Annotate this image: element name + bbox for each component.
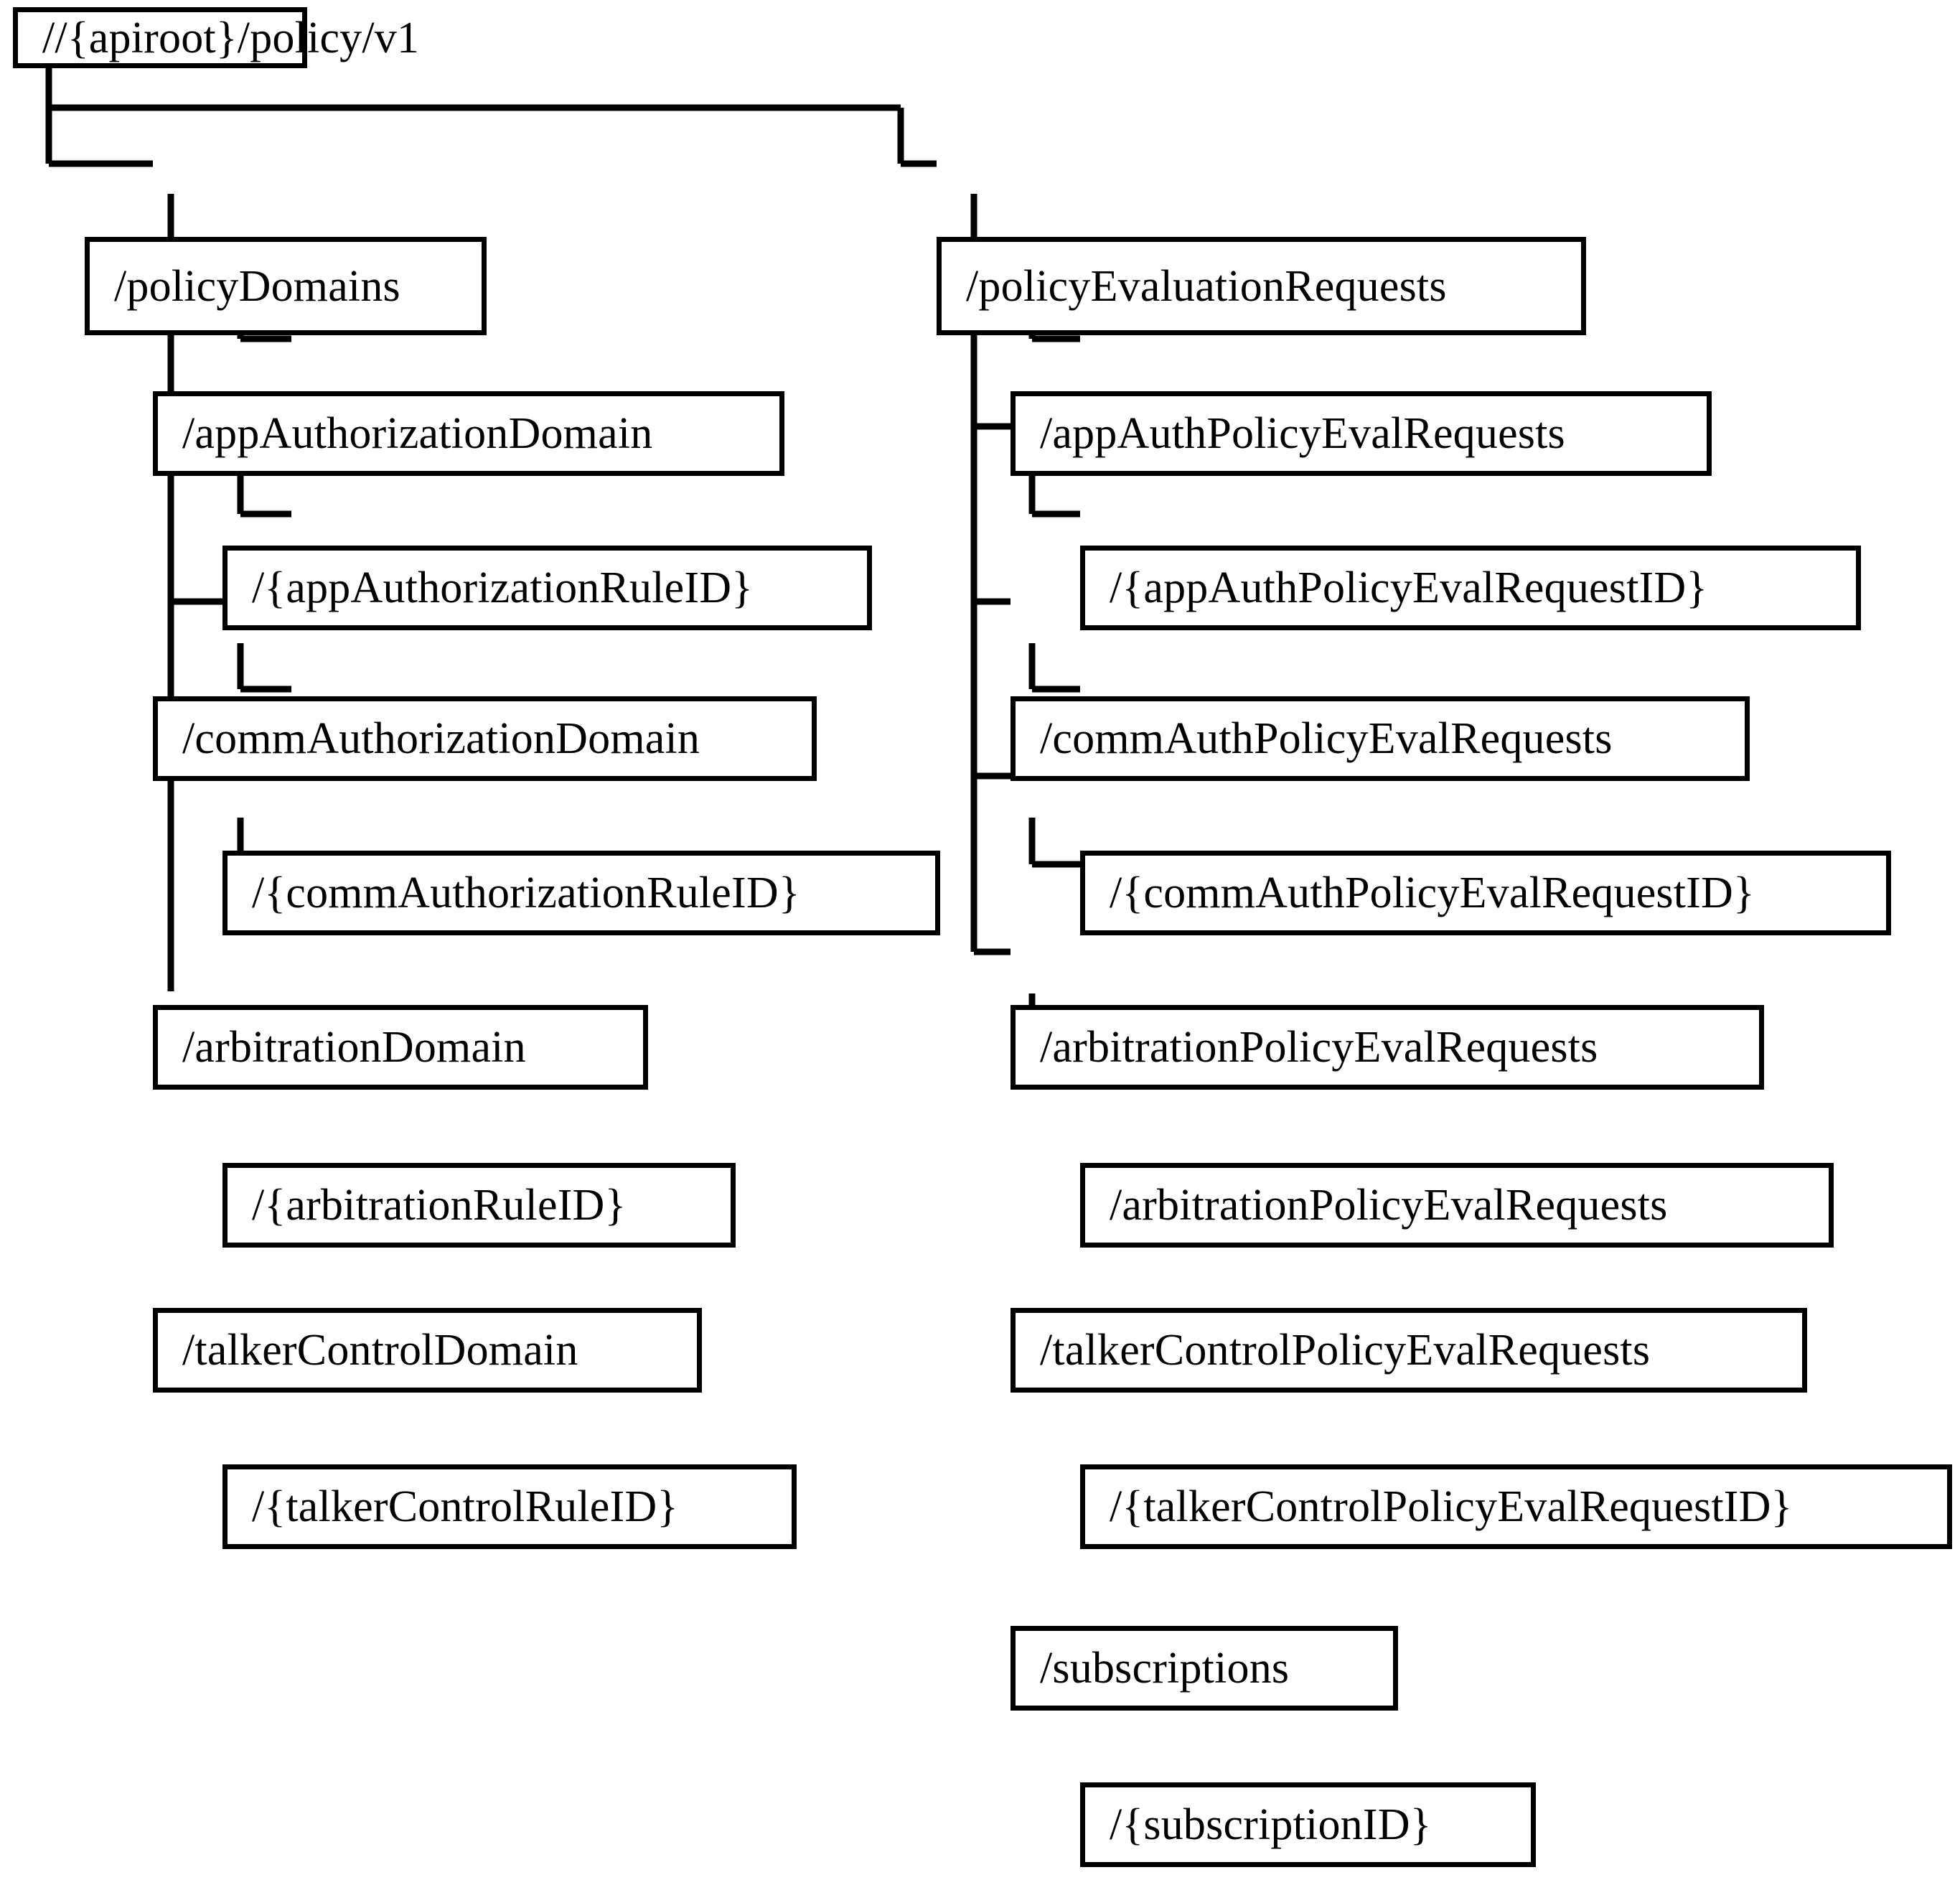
node-arbitration-rule-id-label: /{arbitrationRuleID}	[252, 1181, 627, 1230]
node-talker-control-policy-eval-requests-label: /talkerControlPolicyEvalRequests	[1040, 1326, 1651, 1375]
node-app-authorization-rule-id[interactable]: /{appAuthorizationRuleID}	[222, 546, 872, 630]
node-policy-domains-label: /policyDomains	[114, 261, 400, 311]
node-comm-auth-policy-eval-requests[interactable]: /commAuthPolicyEvalRequests	[1011, 696, 1750, 781]
node-arbitration-policy-eval-requests-child-label: /arbitrationPolicyEvalRequests	[1110, 1181, 1668, 1230]
node-policy-domains[interactable]: /policyDomains	[85, 237, 487, 335]
node-subscriptions[interactable]: /subscriptions	[1011, 1626, 1398, 1711]
node-talker-control-domain-label: /talkerControlDomain	[182, 1326, 578, 1375]
node-subscriptions-label: /subscriptions	[1040, 1644, 1290, 1693]
node-arbitration-policy-eval-requests[interactable]: /arbitrationPolicyEvalRequests	[1011, 1005, 1764, 1090]
node-root[interactable]: //{apiroot}/policy/v1	[13, 7, 419, 68]
node-arbitration-domain[interactable]: /arbitrationDomain	[153, 1005, 648, 1090]
node-arbitration-rule-id[interactable]: /{arbitrationRuleID}	[222, 1163, 736, 1248]
node-talker-control-domain[interactable]: /talkerControlDomain	[153, 1308, 702, 1393]
node-comm-authorization-rule-id[interactable]: /{commAuthorizationRuleID}	[222, 851, 940, 935]
node-talker-control-policy-eval-request-id[interactable]: /{talkerControlPolicyEvalRequestID}	[1080, 1464, 1952, 1549]
node-root-label: //{apiroot}/policy/v1	[42, 13, 420, 62]
node-app-authorization-domain[interactable]: /appAuthorizationDomain	[153, 391, 784, 476]
node-comm-authorization-rule-id-label: /{commAuthorizationRuleID}	[252, 869, 800, 917]
node-comm-auth-policy-eval-request-id-label: /{commAuthPolicyEvalRequestID}	[1110, 869, 1755, 917]
node-talker-control-rule-id-label: /{talkerControlRuleID}	[252, 1482, 679, 1531]
node-arbitration-policy-eval-requests-child[interactable]: /arbitrationPolicyEvalRequests	[1080, 1163, 1834, 1248]
node-app-authorization-rule-id-label: /{appAuthorizationRuleID}	[252, 563, 754, 612]
node-subscription-id-label: /{subscriptionID}	[1110, 1800, 1432, 1849]
node-subscription-id[interactable]: /{subscriptionID}	[1080, 1782, 1536, 1867]
node-app-auth-policy-eval-request-id[interactable]: /{appAuthPolicyEvalRequestID}	[1080, 546, 1861, 630]
node-talker-control-policy-eval-request-id-label: /{talkerControlPolicyEvalRequestID}	[1110, 1482, 1793, 1531]
node-comm-authorization-domain-label: /commAuthorizationDomain	[182, 714, 700, 763]
node-app-auth-policy-eval-request-id-label: /{appAuthPolicyEvalRequestID}	[1110, 563, 1708, 612]
node-comm-authorization-domain[interactable]: /commAuthorizationDomain	[153, 696, 817, 781]
node-policy-evaluation-requests[interactable]: /policyEvaluationRequests	[937, 237, 1586, 335]
node-comm-auth-policy-eval-request-id[interactable]: /{commAuthPolicyEvalRequestID}	[1080, 851, 1891, 935]
node-arbitration-policy-eval-requests-label: /arbitrationPolicyEvalRequests	[1040, 1023, 1598, 1072]
node-app-auth-policy-eval-requests-label: /appAuthPolicyEvalRequests	[1040, 409, 1565, 458]
node-arbitration-domain-label: /arbitrationDomain	[182, 1023, 526, 1072]
node-app-auth-policy-eval-requests[interactable]: /appAuthPolicyEvalRequests	[1011, 391, 1712, 476]
node-talker-control-rule-id[interactable]: /{talkerControlRuleID}	[222, 1464, 797, 1549]
node-app-authorization-domain-label: /appAuthorizationDomain	[182, 409, 653, 458]
node-talker-control-policy-eval-requests[interactable]: /talkerControlPolicyEvalRequests	[1011, 1308, 1807, 1393]
node-comm-auth-policy-eval-requests-label: /commAuthPolicyEvalRequests	[1040, 714, 1613, 763]
node-policy-evaluation-requests-label: /policyEvaluationRequests	[966, 261, 1447, 311]
